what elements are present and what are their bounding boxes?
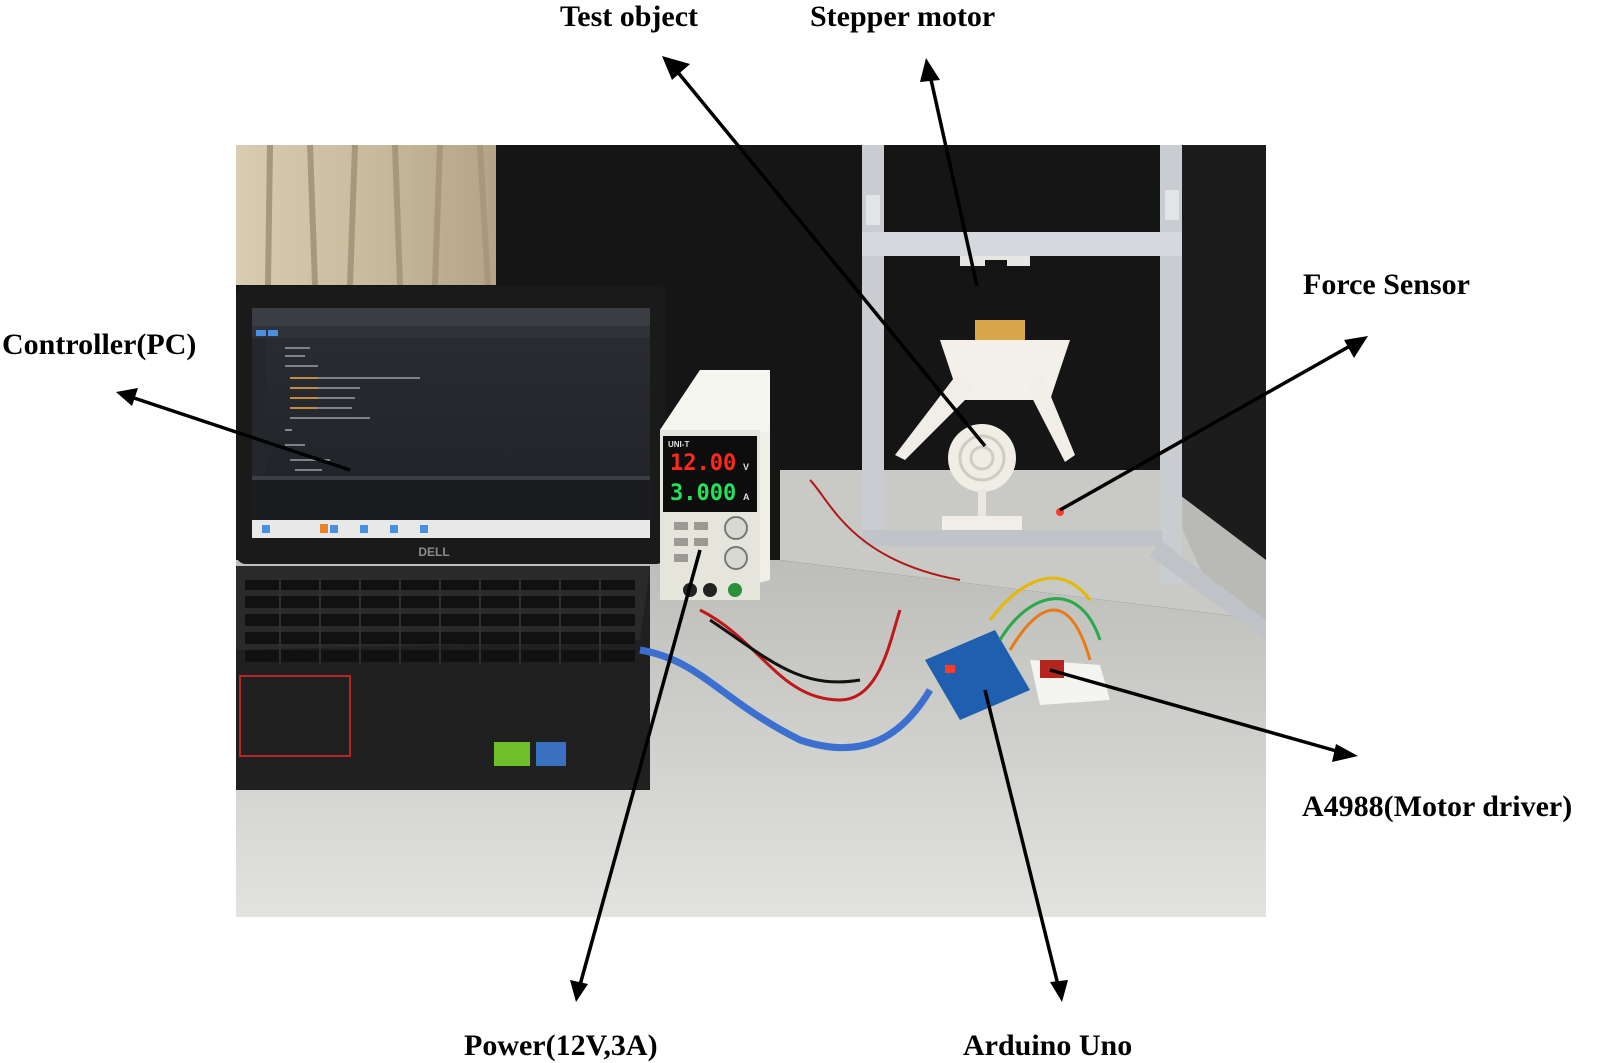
label-power: Power(12V,3A): [464, 1029, 658, 1062]
arrow-test-object: [662, 56, 987, 448]
label-arduino: Arduino Uno: [963, 1029, 1133, 1062]
annotation-arrows: [116, 56, 1368, 1002]
current-unit: A: [743, 492, 750, 502]
arrow-arduino: [983, 689, 1068, 1002]
voltage-unit: V: [743, 462, 749, 472]
current-readout: 3.000: [670, 481, 736, 506]
label-stepper-motor: Stepper motor: [810, 0, 996, 33]
laptop-brand: DELL: [418, 545, 449, 559]
arrow-controller: [116, 388, 351, 472]
gripper-frame: [862, 145, 1266, 640]
arrow-force-sensor: [1059, 336, 1368, 512]
arrow-motor-driver: [1049, 668, 1358, 762]
label-controller: Controller(PC): [2, 328, 197, 361]
label-motor-driver: A4988(Motor driver): [1302, 790, 1573, 823]
voltage-readout: 12.00: [670, 451, 736, 476]
laptop: DELL: [236, 286, 666, 790]
power-supply-brand: UNI-T: [668, 440, 689, 449]
arrow-stepper-motor: [920, 58, 979, 287]
label-force-sensor: Force Sensor: [1303, 268, 1470, 301]
power-supply: UNI-T 12.00 V 3.000 A: [660, 370, 770, 600]
arrow-power: [570, 549, 702, 1002]
label-test-object: Test object: [560, 0, 699, 33]
